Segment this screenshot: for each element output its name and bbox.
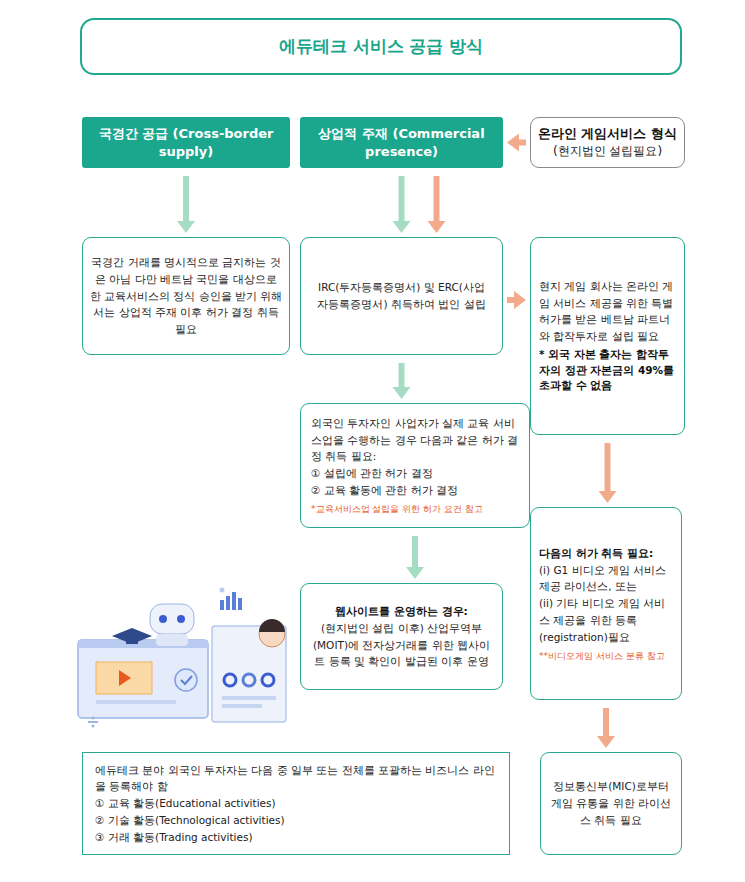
flow-arrow <box>393 363 411 399</box>
flow-arrow <box>428 176 446 233</box>
flow-arrow <box>599 443 617 503</box>
process-box: 웹사이트를 운영하는 경우:(현지법인 설립 이후) 산업무역부(MOIT)에 … <box>300 583 503 690</box>
flow-arrow <box>177 176 195 233</box>
process-box: 현지 게임 회사는 온라인 게임 서비스 제공을 위한 특별 허가를 받은 베트… <box>530 237 685 435</box>
node-text: IRC(투자등록증명서) 및 ERC(사업자등록증명서) 취득하여 법인 설립 <box>315 279 488 313</box>
flow-arrow <box>393 176 411 233</box>
node-text: ② 기술 활동(Technological activities) <box>95 812 497 829</box>
note-box: 에듀테크 분야 외국인 투자자는 다음 중 일부 또는 전체를 포괄하는 비즈니… <box>82 752 510 855</box>
node-text: (ii) 기타 비디오 게임 서비스 제공을 위한 등록(registratio… <box>539 595 673 645</box>
node-text: 다음의 허가 취득 필요: <box>539 546 673 562</box>
process-box: 외국인 투자자인 사업자가 실제 교육 서비스업을 수행하는 경우 다음과 같은… <box>300 403 530 528</box>
process-box: 다음의 허가 취득 필요:(i) G1 비디오 게임 서비스 제공 라이선스, … <box>530 507 682 700</box>
flow-arrow <box>597 708 615 748</box>
node-text: **비디오게임 서비스 분류 참고 <box>539 650 673 664</box>
category-box: 국경간 공급 (Cross-border supply) <box>82 117 290 168</box>
node-text: 정보통신부(MIC)로부터 게임 유통을 위한 라이선스 취득 필요 <box>551 778 671 828</box>
process-box: 정보통신부(MIC)로부터 게임 유통을 위한 라이선스 취득 필요 <box>540 752 682 855</box>
flow-arrow <box>507 134 526 152</box>
node-text: * 외국 자본 출자는 합작투자의 정관 자본금의 49%를 초과할 수 없음 <box>539 347 676 394</box>
node-text: (현지법인 설립 이후) 산업무역부(MOIT)에 전자상거래를 위한 웹사이트… <box>309 620 494 670</box>
category-box: 온라인 게임서비스 형식(현지법인 설립필요) <box>530 117 685 168</box>
node-text: 국경간 거래를 명시적으로 금지하는 것은 아님 다만 베트남 국민을 대상으로… <box>89 254 283 338</box>
node-text: (i) G1 비디오 게임 서비스 제공 라이선스, 또는 <box>539 562 673 596</box>
node-text: 웹사이트를 운영하는 경우: <box>309 603 494 620</box>
process-box: 국경간 거래를 명시적으로 금지하는 것은 아님 다만 베트남 국민을 대상으로… <box>82 237 290 355</box>
category-box: 상업적 주재 (Commercial presence) <box>300 117 503 168</box>
node-text: ① 교육 활동(Educational activities) <box>95 795 497 812</box>
node-text: 외국인 투자자인 사업자가 실제 교육 서비스업을 수행하는 경우 다음과 같은… <box>311 415 519 465</box>
node-text: 현지 게임 회사는 온라인 게임 서비스 제공을 위한 특별 허가를 받은 베트… <box>539 278 676 345</box>
flow-arrow <box>406 536 424 579</box>
node-text: 상업적 주재 (Commercial presence) <box>306 125 497 160</box>
node-text: 온라인 게임서비스 형식 <box>537 126 678 143</box>
flow-arrow <box>507 291 526 309</box>
node-text: *교육서비스업 설립을 위한 허가 요건 참고 <box>311 503 519 517</box>
node-text: 에듀테크 분야 외국인 투자자는 다음 중 일부 또는 전체를 포괄하는 비즈니… <box>95 762 497 796</box>
node-text: ② 교육 활동에 관한 허가 결정 <box>311 482 519 499</box>
node-text: 국경간 공급 (Cross-border supply) <box>88 125 284 160</box>
node-text: ③ 거래 활동(Trading activities) <box>95 829 497 846</box>
process-box: IRC(투자등록증명서) 및 ERC(사업자등록증명서) 취득하여 법인 설립 <box>300 237 503 355</box>
node-text: ① 설립에 관한 허가 결정 <box>311 465 519 482</box>
diagram-title: 에듀테크 서비스 공급 방식 <box>279 35 484 58</box>
title-box: 에듀테크 서비스 공급 방식 <box>80 18 682 75</box>
node-text: (현지법인 설립필요) <box>537 143 678 159</box>
